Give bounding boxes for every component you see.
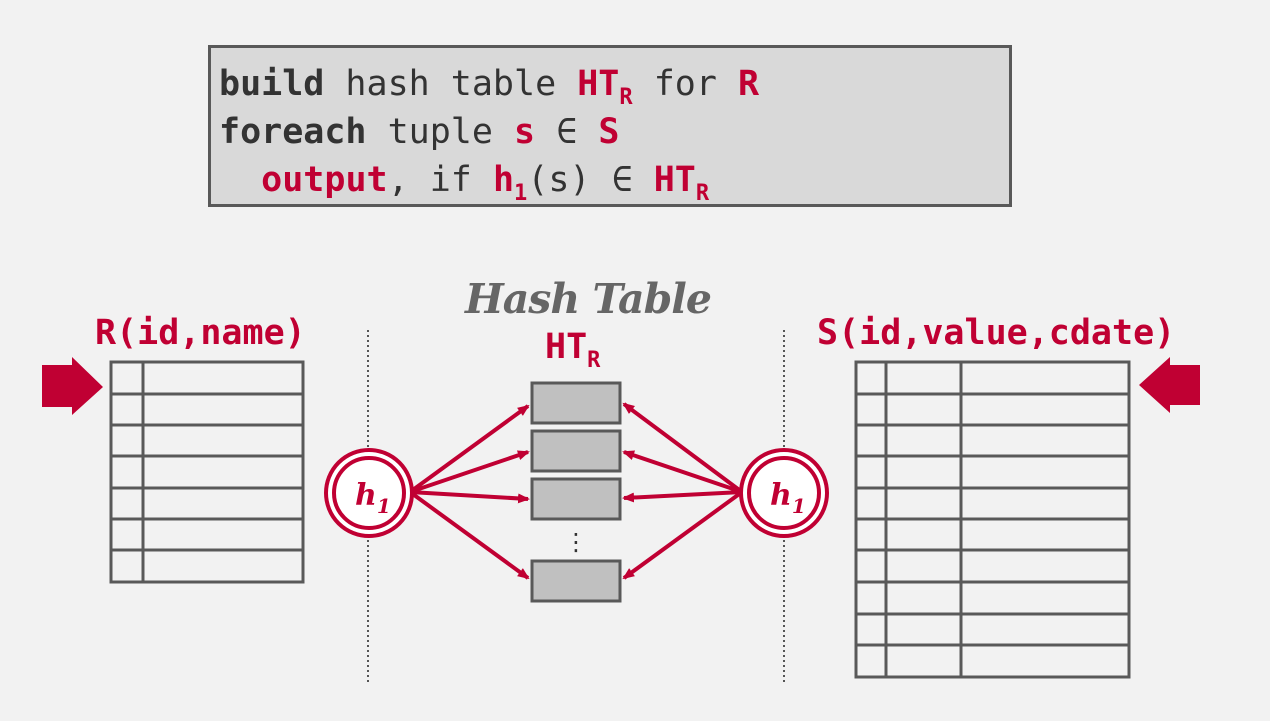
- code-text: tuple: [366, 112, 515, 152]
- hash-bucket: [530, 381, 622, 425]
- ht-symbol: HTR: [653, 160, 709, 205]
- tuple-s: s: [514, 112, 536, 152]
- code-text: hash table: [324, 64, 578, 104]
- left-hash-function: h1: [324, 448, 414, 538]
- code-text: for: [632, 64, 738, 104]
- hash-circle-inner: [747, 456, 821, 530]
- pseudocode-box: build hash table HTR for R foreach tuple…: [208, 45, 1012, 207]
- hash-fn-letter: h: [770, 478, 792, 513]
- hash-circle-inner: [332, 456, 406, 530]
- ht-text: HT: [653, 160, 696, 200]
- table-r-border: [109, 360, 305, 584]
- table-r: [109, 360, 305, 584]
- hash-table-title: Hash Table: [465, 275, 712, 323]
- hash-bucket: [530, 477, 622, 521]
- relation-s: S: [598, 112, 620, 152]
- keyword-output: output: [261, 160, 388, 200]
- ht-label-text: HT: [545, 327, 588, 367]
- hash-text: h: [492, 160, 515, 200]
- ht-label-subscript: R: [587, 348, 601, 373]
- right-hash-function: h1: [739, 448, 829, 538]
- build-arrow: [408, 404, 530, 494]
- probe-arrow: [622, 402, 744, 494]
- ht-text: HT: [577, 64, 620, 104]
- code-text: ∈: [535, 112, 599, 152]
- probe-arrow: [622, 450, 743, 494]
- hash-bucket: [530, 559, 622, 603]
- hash-fn-subscript: 1: [792, 494, 806, 518]
- table-s: [854, 360, 1131, 679]
- hash-fn-label: h1: [355, 478, 391, 518]
- right-table-label: S(id,value,cdate): [817, 313, 1176, 353]
- bucket-ellipsis: ⋮: [564, 528, 588, 556]
- left-table-label: R(id,name): [95, 313, 306, 353]
- ht-label: HTR: [545, 327, 600, 372]
- keyword-foreach: foreach: [219, 112, 367, 152]
- build-arrow: [409, 490, 530, 504]
- hash-call: h1: [492, 160, 527, 205]
- pseudocode-line-2: foreach tuple s ∈ S: [219, 110, 619, 154]
- probe-arrow: [622, 490, 744, 580]
- hash-fn-subscript: 1: [377, 494, 391, 518]
- code-text: (s): [527, 160, 591, 200]
- build-arrow: [409, 450, 530, 494]
- hash-fn-letter: h: [355, 478, 377, 513]
- hash-subscript: 1: [514, 181, 528, 206]
- pseudocode-line-3: output, if h1(s) ∈ HTR: [219, 158, 709, 205]
- keyword-build: build: [219, 64, 325, 104]
- left-input-arrow-icon: [42, 357, 103, 415]
- code-text: , if: [387, 160, 493, 200]
- code-text: ∈: [590, 160, 654, 200]
- hash-bucket: [530, 429, 622, 473]
- right-input-arrow-icon: [1139, 357, 1200, 413]
- build-arrow: [408, 490, 530, 580]
- ht-symbol: HTR: [577, 64, 632, 109]
- relation-r: R: [738, 64, 760, 104]
- hash-fn-label: h1: [770, 478, 806, 518]
- probe-arrow: [622, 490, 743, 503]
- pseudocode-line-1: build hash table HTR for R: [219, 62, 760, 109]
- ht-subscript: R: [695, 181, 710, 206]
- ht-subscript: R: [619, 85, 633, 110]
